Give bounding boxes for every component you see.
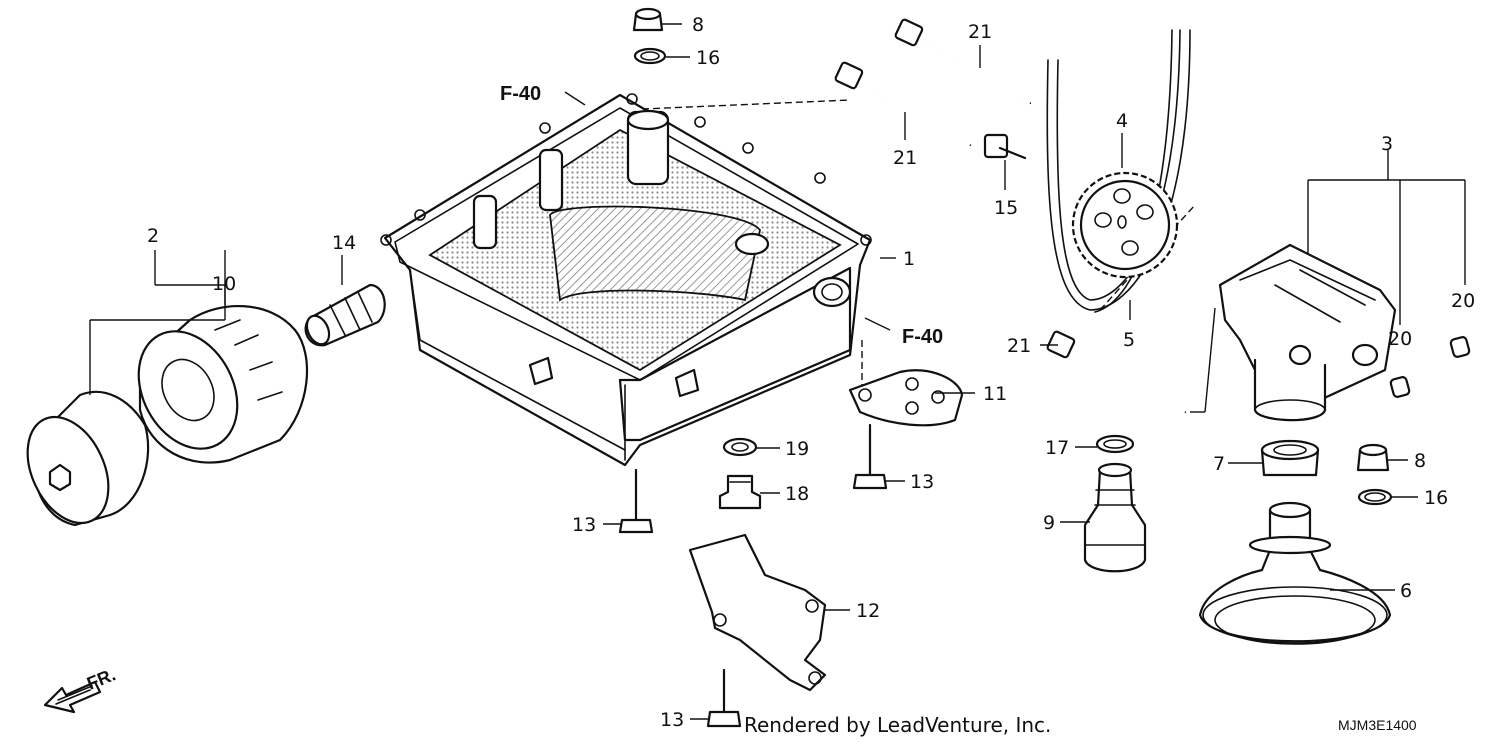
long-bolt-part xyxy=(894,18,1032,105)
callout-21: 21 xyxy=(1007,335,1031,357)
o-ring-part xyxy=(1095,434,1135,454)
callout-8: 8 xyxy=(1414,450,1426,472)
section-reference-right[interactable]: F-40 xyxy=(902,326,943,348)
callout-16: 16 xyxy=(696,47,720,69)
callout-4: 4 xyxy=(1116,110,1128,132)
o-ring-part xyxy=(633,47,667,65)
oil-filter-part xyxy=(137,305,309,464)
relief-valve-part xyxy=(1083,462,1147,573)
callout-11: 11 xyxy=(983,383,1007,405)
callout-13: 13 xyxy=(572,514,596,536)
callout-3: 3 xyxy=(1381,133,1393,155)
dowel-pin-part xyxy=(1449,336,1471,358)
section-reference-top[interactable]: F-40 xyxy=(500,83,541,105)
callout-21: 21 xyxy=(968,21,992,43)
callout-9: 9 xyxy=(1043,512,1055,534)
oil-pan-part xyxy=(380,93,872,467)
callout-18: 18 xyxy=(785,483,809,505)
callout-17: 17 xyxy=(1045,437,1069,459)
callout-14: 14 xyxy=(332,232,356,254)
callout-13: 13 xyxy=(910,471,934,493)
front-direction-label: FR. xyxy=(84,664,118,693)
oil-pump-part xyxy=(1218,243,1397,422)
callout-8: 8 xyxy=(692,14,704,36)
cam-sprocket-part xyxy=(1071,171,1179,279)
sealing-washer-part xyxy=(722,437,758,457)
bracket-plate-part xyxy=(688,533,827,692)
oil-strainer-part xyxy=(1198,501,1392,645)
callout-7: 7 xyxy=(1213,453,1225,475)
callout-12: 12 xyxy=(856,600,880,622)
flange-bolt-part xyxy=(706,668,742,728)
filter-wrench-part xyxy=(26,390,150,527)
diagram-code: MJM3E1400 xyxy=(1338,717,1417,733)
o-ring-part xyxy=(1357,488,1393,506)
dowel-pin-part xyxy=(1389,376,1411,398)
seal-part xyxy=(1260,439,1320,477)
callout-20: 20 xyxy=(1451,290,1475,312)
callout-labels: 1 2 3 4 5 6 7 8 8 9 10 11 12 13 13 13 13… xyxy=(147,14,1475,731)
callout-19: 19 xyxy=(785,438,809,460)
callout-21: 21 xyxy=(893,147,917,169)
drain-bolt-part xyxy=(718,474,762,510)
flange-bolt-part xyxy=(852,423,888,490)
callout-5: 5 xyxy=(1123,329,1135,351)
flange-bolt-part xyxy=(618,468,654,534)
collar-part xyxy=(1356,443,1390,472)
front-direction-arrow xyxy=(43,680,102,714)
callout-6: 6 xyxy=(1400,580,1412,602)
render-credit: Rendered by LeadVenture, Inc. xyxy=(744,713,1051,737)
stud-bolt-part xyxy=(983,133,1027,160)
leader-lines xyxy=(89,23,1466,720)
long-bolt-part xyxy=(1046,330,1187,414)
collar-part xyxy=(632,7,664,32)
gasket-plate-part xyxy=(848,340,964,427)
callout-16: 16 xyxy=(1424,487,1448,509)
callout-15: 15 xyxy=(994,197,1018,219)
callout-1: 1 xyxy=(903,248,915,270)
callout-20: 20 xyxy=(1388,328,1412,350)
long-bolt-part xyxy=(834,61,972,147)
callout-10: 10 xyxy=(212,273,236,295)
callout-13: 13 xyxy=(660,709,684,731)
oil-pipe-part xyxy=(304,283,386,347)
callout-2: 2 xyxy=(147,225,159,247)
